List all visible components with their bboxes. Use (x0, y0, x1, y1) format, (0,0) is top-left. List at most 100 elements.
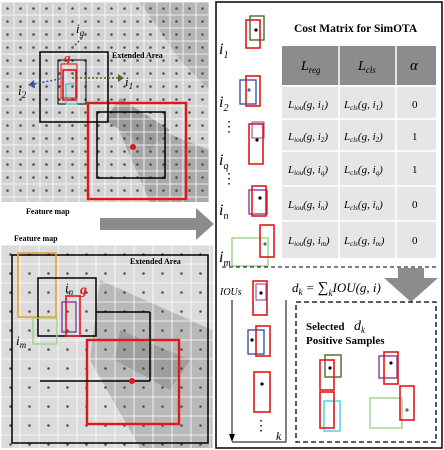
grid-point (58, 33, 61, 36)
grid-point (97, 98, 100, 101)
grid-point (32, 98, 35, 101)
grid-point (97, 33, 100, 36)
grid-point (9, 348, 12, 351)
grid-point (32, 59, 35, 62)
grid-point (85, 310, 88, 313)
grid-point (188, 85, 191, 88)
grid-point (84, 33, 87, 36)
grid-point (199, 291, 202, 294)
extended-area-box (39, 51, 109, 123)
grid-point (85, 272, 88, 275)
grid-point (71, 176, 74, 179)
grid-point (32, 176, 35, 179)
grid-point (97, 150, 100, 153)
grid-point (162, 85, 165, 88)
grid-point (110, 137, 113, 140)
grid-point (123, 85, 126, 88)
grid-point (201, 189, 204, 192)
grid-point (58, 85, 61, 88)
grid-point (188, 98, 191, 101)
grid-point (136, 59, 139, 62)
gt-box-bottom-large (85, 338, 181, 426)
grid-point (9, 291, 12, 294)
grid-point (188, 137, 191, 140)
grid-point (142, 405, 145, 408)
grid-point (149, 189, 152, 192)
grid-point (199, 348, 202, 351)
grid-point (136, 46, 139, 49)
cell-cls-cost: Lcls(g, i2) (343, 131, 383, 144)
grid-point (110, 46, 113, 49)
extended-area-label: Extended Area (112, 51, 163, 60)
anchor-label-ig: ig (76, 21, 85, 38)
grid-point (28, 329, 31, 332)
cell-iou-cost: Liou(g, i2) (287, 131, 328, 144)
cell-iou-cost: Liou(g, im) (287, 235, 330, 248)
grid-point (45, 72, 48, 75)
grid-point (201, 85, 204, 88)
grid-point (142, 291, 145, 294)
thumb-i1-gt (245, 19, 261, 49)
grid-point (199, 405, 202, 408)
header-lcls: Lcls (357, 59, 376, 75)
grid-point (19, 150, 22, 153)
gray-arrow-to-table (100, 208, 214, 240)
grid-point (123, 124, 126, 127)
thumb-iq-point (255, 138, 259, 142)
grid-point (161, 348, 164, 351)
selected-sample-point-1 (328, 366, 332, 370)
selected-label-line1: Selected (306, 321, 344, 333)
grid-point (162, 46, 165, 49)
grid-point (110, 98, 113, 101)
grid-point (136, 7, 139, 10)
grid-point (84, 46, 87, 49)
anchor-labels-column: i1 i2 ⋮ iq ⋮ in im (219, 41, 236, 269)
row-label-in: in (219, 202, 228, 222)
grid-point (142, 329, 145, 332)
grid-point (161, 443, 164, 446)
thumb-in-gt (251, 185, 267, 217)
grid-point (104, 386, 107, 389)
grid-point (6, 189, 9, 192)
grid-point (58, 111, 61, 114)
grid-point (123, 386, 126, 389)
grid-point (162, 150, 165, 153)
grid-point (45, 59, 48, 62)
grid-point (149, 20, 152, 23)
grid-point (123, 7, 126, 10)
grid-point (19, 59, 22, 62)
grid-point (45, 176, 48, 179)
grid-point (19, 137, 22, 140)
top-map-scene-patch (105, 98, 170, 150)
grid-point (162, 124, 165, 127)
grid-point (47, 272, 50, 275)
grid-point (32, 72, 35, 75)
grid-point (175, 72, 178, 75)
grid-point (123, 189, 126, 192)
grid-point (19, 98, 22, 101)
grid-point (19, 111, 22, 114)
grid-point (47, 367, 50, 370)
grid-point (175, 59, 178, 62)
grid-point (199, 424, 202, 427)
grid-point (161, 291, 164, 294)
grid-point (180, 348, 183, 351)
grid-point (199, 367, 202, 370)
grid-point (58, 176, 61, 179)
grid-point (6, 176, 9, 179)
grid-point (47, 329, 50, 332)
grid-point (201, 150, 204, 153)
sorted-anchor-3-point (260, 382, 264, 386)
grid-point (6, 46, 9, 49)
grid-point (19, 124, 22, 127)
grid-point (110, 59, 113, 62)
gt-box-bottom-small (65, 295, 81, 337)
grid-point (9, 443, 12, 446)
grid-point (180, 443, 183, 446)
grid-point (149, 33, 152, 36)
grid-point (162, 20, 165, 23)
table-body (282, 86, 436, 258)
grid-point (175, 111, 178, 114)
grid-point (6, 98, 9, 101)
